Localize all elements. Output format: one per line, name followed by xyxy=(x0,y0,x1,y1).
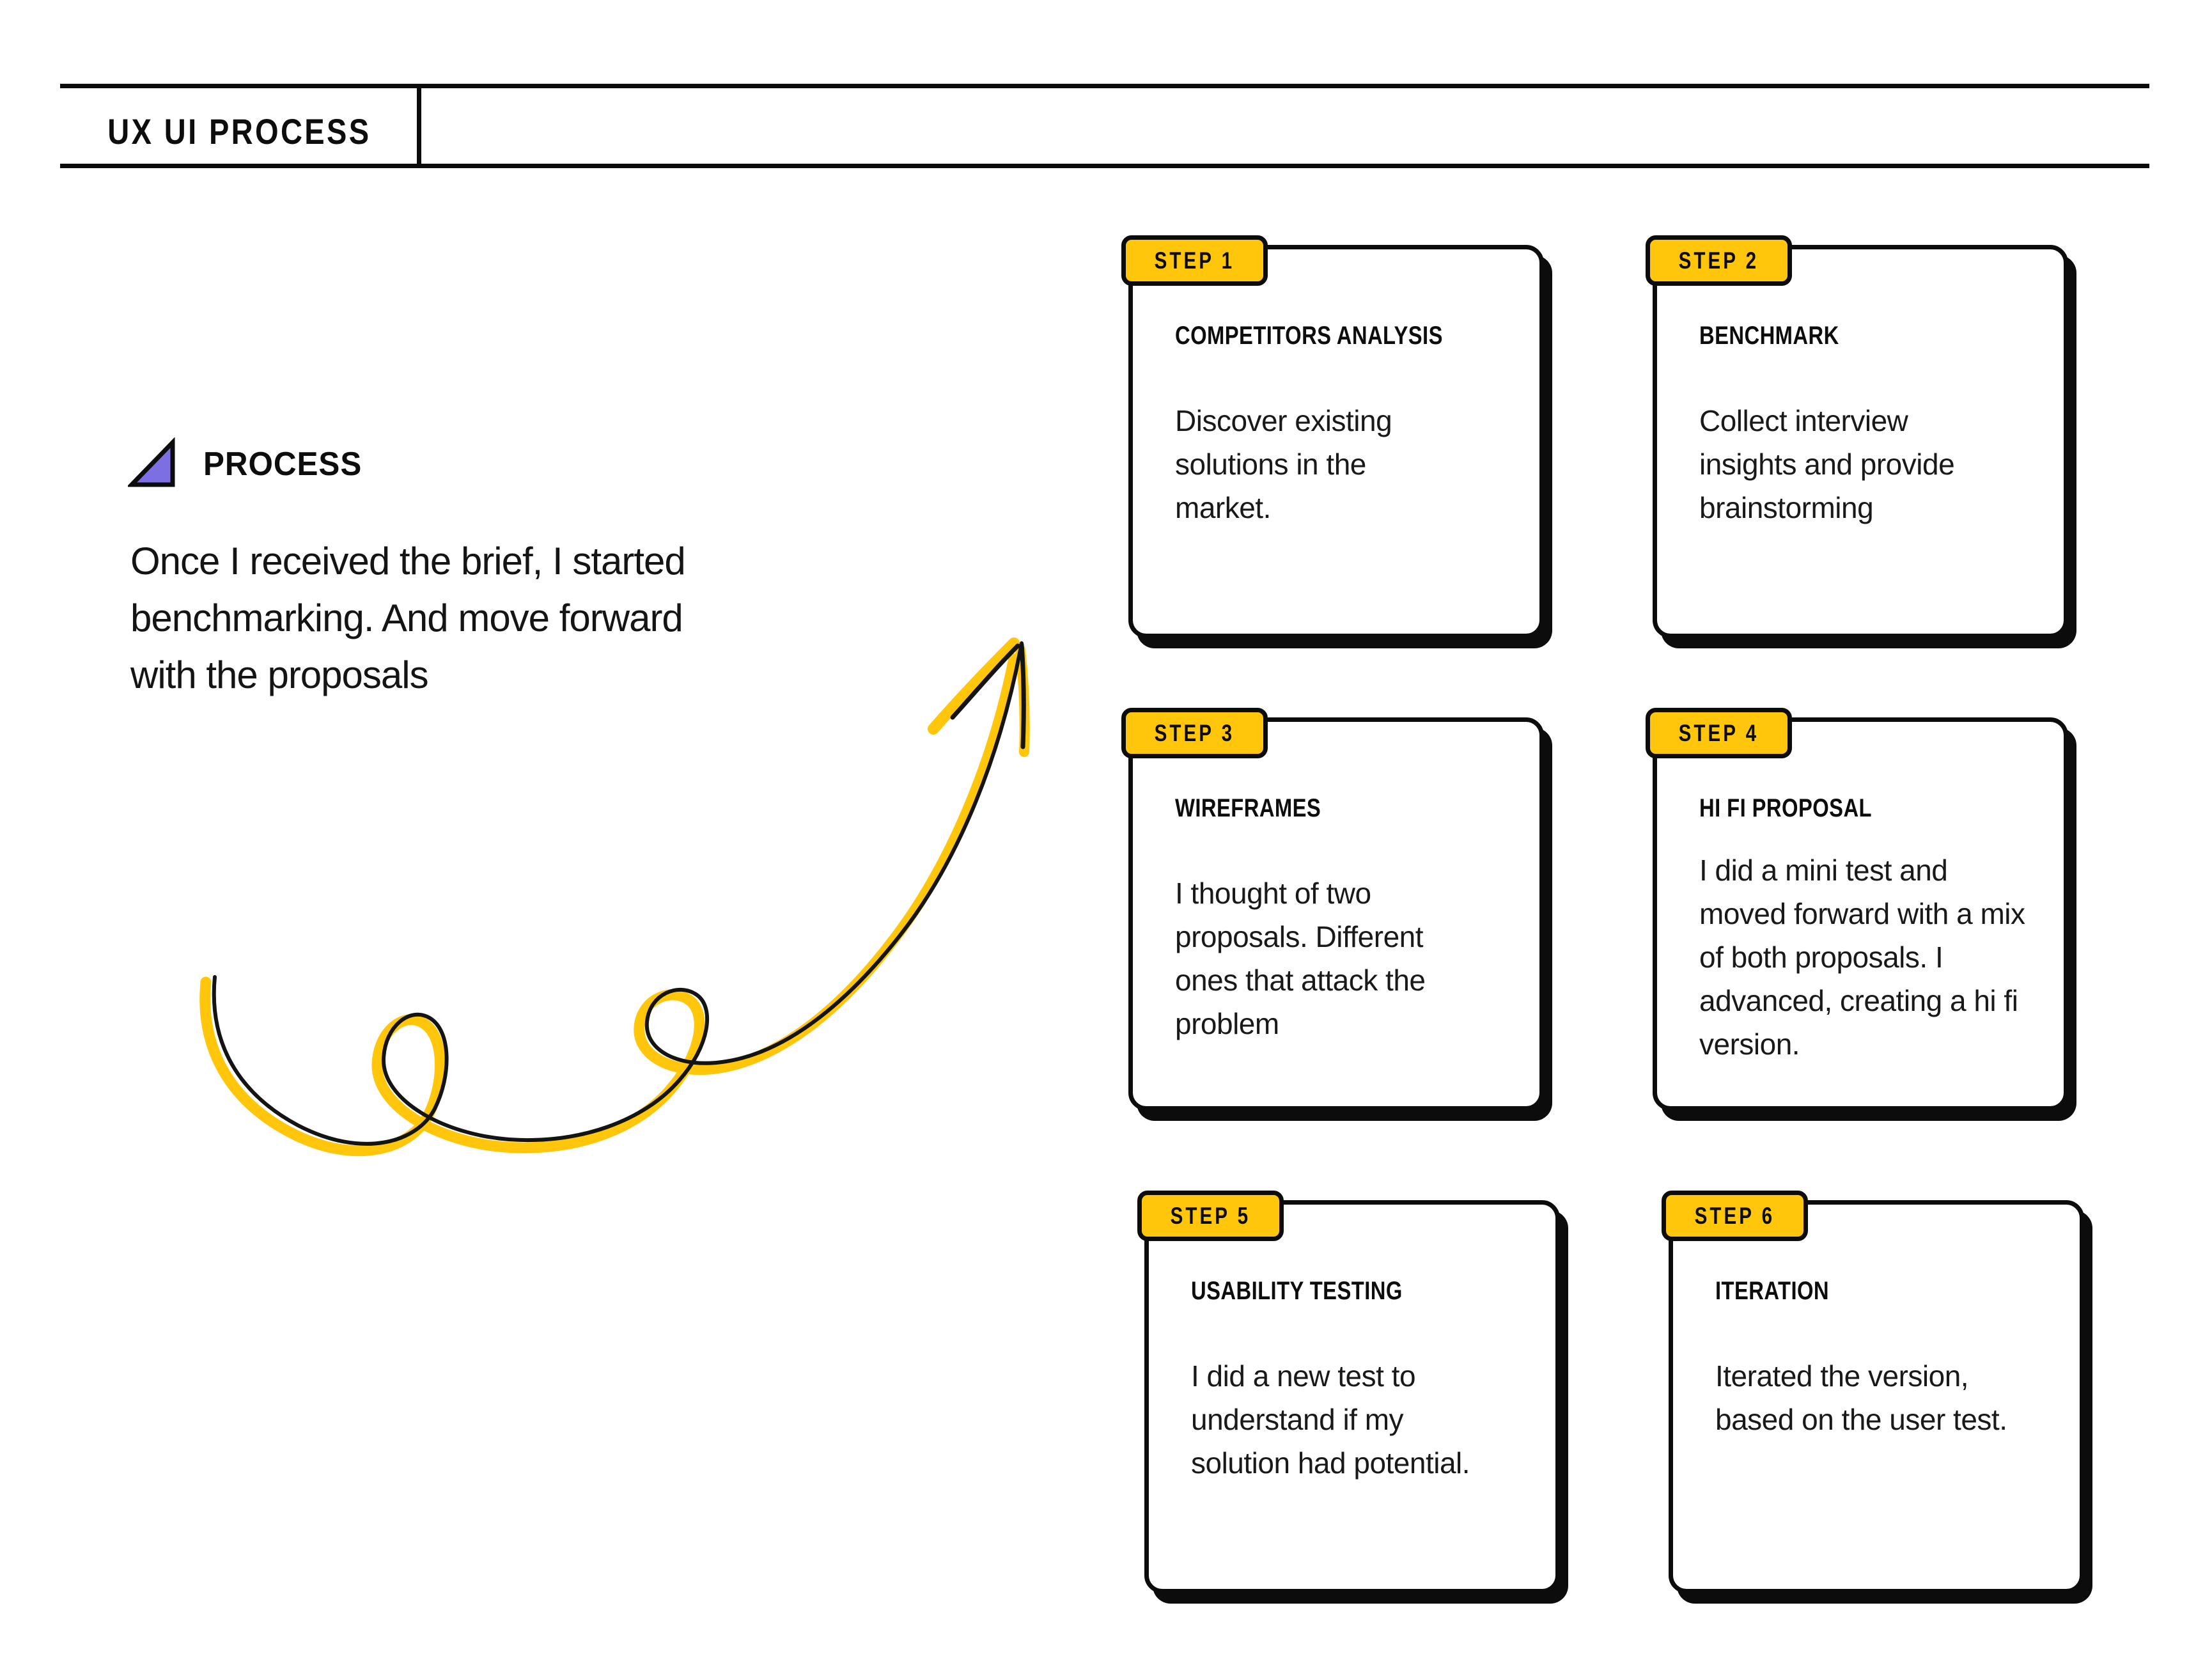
header-divider xyxy=(417,84,421,168)
step-card-5: STEP 5 USABILITY TESTING I did a new tes… xyxy=(1137,1191,1560,1593)
step-title: ITERATION xyxy=(1715,1277,1830,1305)
step-badge-label: STEP 3 xyxy=(1154,719,1235,746)
step-body-line: moved forward with a mix xyxy=(1699,897,2025,930)
step-body: Collect interview insights and provide b… xyxy=(1699,399,2038,529)
step-title: HI FI PROPOSAL xyxy=(1699,794,1872,822)
step-badge-label: STEP 2 xyxy=(1678,247,1759,274)
step-badge-label: STEP 5 xyxy=(1170,1202,1251,1229)
step-body-line: I did a new test to xyxy=(1191,1359,1416,1393)
step-card-6: STEP 6 ITERATION Iterated the version, b… xyxy=(1662,1191,2084,1593)
step-badge: STEP 4 xyxy=(1646,708,1792,758)
step-body-line: ones that attack the xyxy=(1175,964,1426,997)
step-body-line: Collect interview xyxy=(1699,404,1908,437)
step-badge-label: STEP 6 xyxy=(1694,1202,1775,1229)
step-body: Iterated the version, based on the user … xyxy=(1715,1354,2054,1441)
step-badge: STEP 3 xyxy=(1121,708,1268,758)
step-body-line: I thought of two xyxy=(1175,877,1371,910)
step-body: I did a new test to understand if my sol… xyxy=(1191,1354,1530,1485)
triangle-icon xyxy=(128,437,175,487)
step-body-line: market. xyxy=(1175,491,1271,524)
step-badge: STEP 2 xyxy=(1646,235,1792,286)
header-rule-bottom xyxy=(60,164,2149,168)
step-body: I thought of two proposals. Different on… xyxy=(1175,872,1514,1045)
step-body-line: problem xyxy=(1175,1007,1279,1040)
step-body-line: brainstorming xyxy=(1699,491,1874,524)
step-body-line: advanced, creating a hi fi xyxy=(1699,984,2018,1017)
step-body-line: version. xyxy=(1699,1028,1800,1061)
step-card-2: STEP 2 BENCHMARK Collect interview insig… xyxy=(1646,235,2068,638)
step-card-4: STEP 4 HI FI PROPOSAL I did a mini test … xyxy=(1646,708,2068,1111)
page-title: UX UI PROCESS xyxy=(107,111,371,152)
step-title: USABILITY TESTING xyxy=(1191,1277,1403,1305)
step-title: COMPETITORS ANALYSIS xyxy=(1175,322,1443,350)
step-body-line: understand if my xyxy=(1191,1403,1404,1436)
step-body-line: solution had potential. xyxy=(1191,1446,1470,1480)
step-badge: STEP 6 xyxy=(1662,1191,1808,1241)
process-heading: PROCESS xyxy=(203,446,362,483)
step-body: I did a mini test and moved forward with… xyxy=(1699,848,2038,1066)
step-body-line: Iterated the version, xyxy=(1715,1359,1969,1393)
intro-line: Once I received the brief, I started xyxy=(130,540,686,582)
step-body-line: I did a mini test and xyxy=(1699,854,1948,887)
intro-line: benchmarking. And move forward xyxy=(130,597,683,639)
step-body-line: Discover existing xyxy=(1175,404,1392,437)
step-badge: STEP 1 xyxy=(1121,235,1268,286)
intro-line: with the proposals xyxy=(130,653,429,696)
swirl-arrow-icon xyxy=(199,637,1030,1157)
step-body-line: insights and provide xyxy=(1699,448,1955,481)
step-body: Discover existing solutions in the marke… xyxy=(1175,399,1514,529)
step-badge-label: STEP 4 xyxy=(1678,719,1759,746)
step-badge: STEP 5 xyxy=(1137,1191,1284,1241)
step-badge-label: STEP 1 xyxy=(1154,247,1235,274)
step-title: WIREFRAMES xyxy=(1175,794,1321,822)
step-card-1: STEP 1 COMPETITORS ANALYSIS Discover exi… xyxy=(1121,235,1544,638)
step-body-line: solutions in the xyxy=(1175,448,1366,481)
header: UX UI PROCESS xyxy=(62,88,417,164)
intro-paragraph: Once I received the brief, I started ben… xyxy=(130,533,686,703)
step-body-line: proposals. Different xyxy=(1175,920,1424,953)
step-body-line: of both proposals. I xyxy=(1699,941,1943,974)
step-body-line: based on the user test. xyxy=(1715,1403,2007,1436)
header-rule-top xyxy=(60,84,2149,88)
step-card-3: STEP 3 WIREFRAMES I thought of two propo… xyxy=(1121,708,1544,1111)
step-title: BENCHMARK xyxy=(1699,322,1839,350)
